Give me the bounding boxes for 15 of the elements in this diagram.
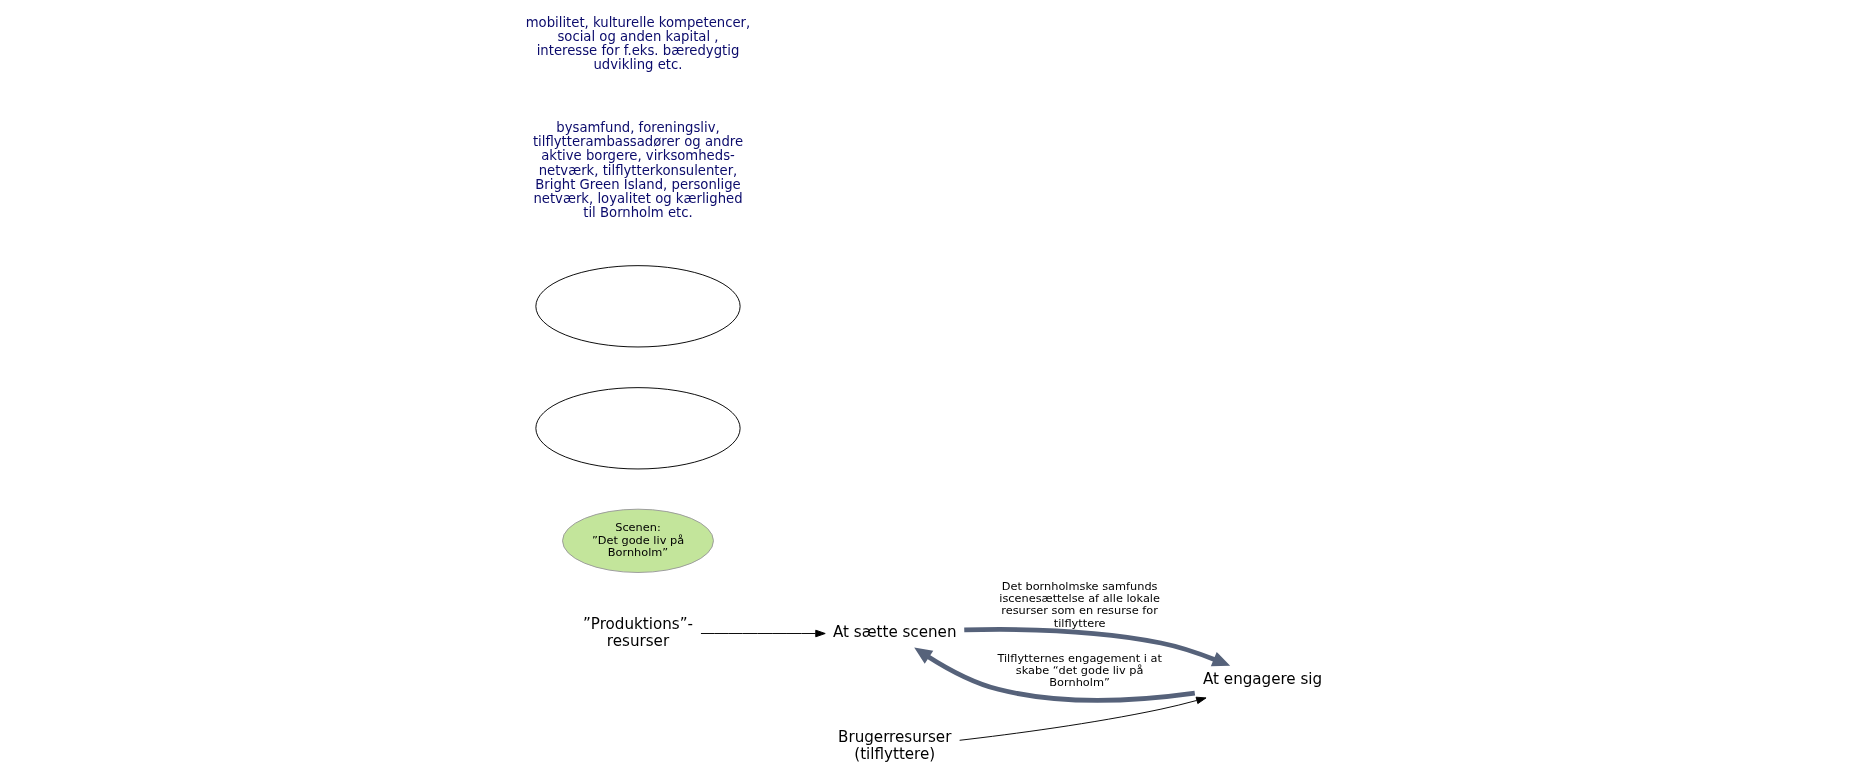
node-ellipse — [534, 387, 741, 470]
node-text: At sætte scenen — [832, 623, 956, 642]
edge-label: Tilflytternes engagement i at skabe “det gode liv på Bornholm” — [996, 650, 1162, 690]
arrow — [699, 629, 826, 638]
node-text: ”Produktions”- resurser — [582, 614, 693, 650]
arrow — [913, 647, 1195, 703]
label: bysamfund, foreningsliv, tilflytterambassadører og andre aktive borgere, virksomheds-netværk, tilflytterkonsulenter, Bright Green Island, personlige netværk, loyalitet og kærlighed til Bornholm etc. — [532, 120, 743, 221]
node-text: At engagere sig — [1202, 670, 1322, 689]
node-ellipse: Scenen: ”Det gode liv på Bornholm” — [561, 508, 714, 573]
edge-label: Det bornholmske samfunds iscenesættelse af alle lokale resurser som en resurse for tilflyttere — [998, 578, 1160, 630]
label: mobilitet, kulturelle kompetencer, social og anden kapital , interesse for f.eks. bæredygtig udvikling etc. — [525, 14, 750, 73]
arrow — [963, 627, 1230, 667]
node-text: Brugerresurser (tilflyttere) — [837, 728, 951, 764]
arrow — [958, 696, 1207, 741]
node-ellipse — [534, 265, 741, 348]
